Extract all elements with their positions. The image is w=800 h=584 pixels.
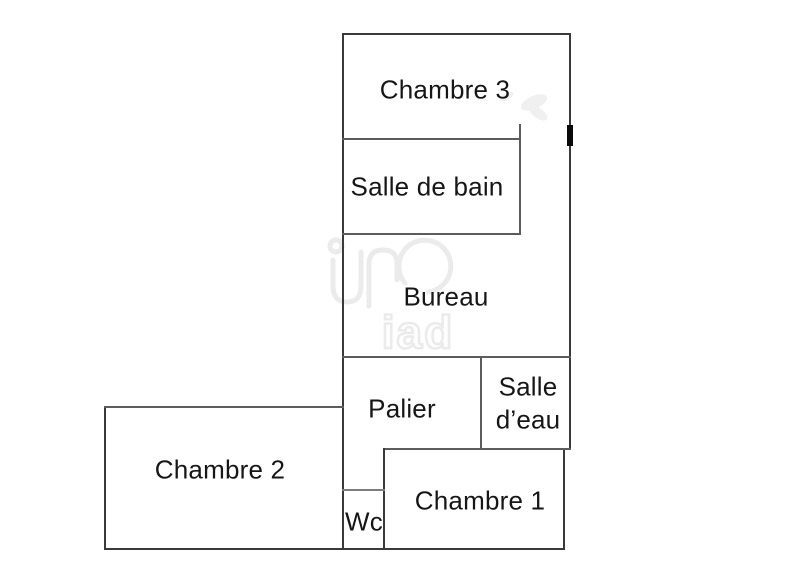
- room-label-chambre-3: Chambre 3: [379, 74, 511, 105]
- room-label-bureau: Bureau: [403, 281, 489, 312]
- iad-watermark-text: iad: [382, 306, 454, 358]
- iad-logo-u-shape: [330, 249, 364, 305]
- room-label-chambre-1: Chambre 1: [414, 485, 546, 516]
- wall-chambre3-bottom: [342, 138, 520, 140]
- wall-salle-de-bain-right: [519, 124, 521, 235]
- wall-chambre1-top: [383, 448, 571, 450]
- wall-chambre2-top: [104, 406, 344, 408]
- room-label-wc: Wc: [345, 506, 383, 537]
- wall-chambre1-left: [383, 448, 385, 550]
- iad-logo-n-shape: [366, 247, 400, 309]
- wall-chambre3-top: [342, 33, 571, 35]
- wall-palier-salle-deau-divider: [480, 356, 482, 450]
- window-mark-right-wall: [567, 125, 573, 146]
- wall-bureau-bottom: [342, 356, 571, 358]
- room-label-chambre-2: Chambre 2: [154, 454, 286, 485]
- wall-salle-de-bain-bottom: [342, 233, 521, 235]
- wall-bottom: [104, 548, 565, 550]
- wall-chambre1-right: [563, 448, 565, 550]
- room-label-palier: Palier: [368, 393, 436, 424]
- iad-logo-ring: [396, 237, 454, 295]
- iad-logo-icon: iad: [327, 237, 454, 358]
- wall-right-upper: [569, 33, 571, 450]
- room-label-salle-de-bain: Salle de bain: [350, 171, 504, 202]
- wall-wc-top: [342, 489, 385, 491]
- room-label-salle-deau-line1: Salle: [498, 371, 558, 402]
- room-label-salle-deau: Salle d’eau: [496, 371, 561, 438]
- wall-left-main: [342, 33, 344, 550]
- wall-chambre2-left: [104, 406, 106, 550]
- room-label-salle-deau-line2: d’eau: [495, 405, 561, 435]
- iad-logo-dot: [327, 237, 345, 255]
